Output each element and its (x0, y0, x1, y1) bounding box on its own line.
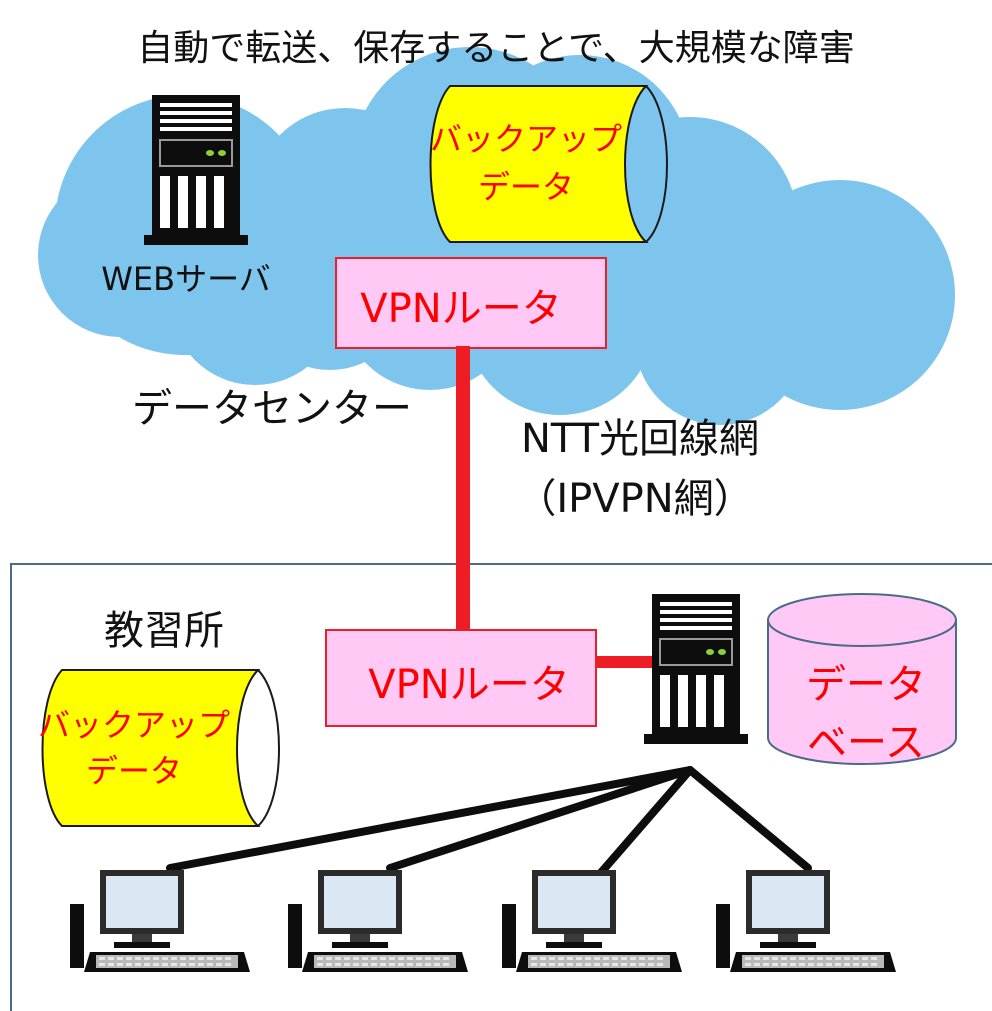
web-server-label: WEBサーバ (101, 260, 271, 298)
school-backup-tape-icon: バックアップ データ (38, 669, 280, 827)
database-server-icon (643, 593, 749, 745)
school-area (10, 563, 992, 1011)
school-label: 教習所 (104, 608, 224, 654)
backup-tape-icon: バックアップ データ (429, 85, 668, 243)
page-title: 自動で転送、保存することで、大規模な障害 (137, 28, 854, 69)
cloud-vpn-router-label: VPNルータ (360, 286, 561, 332)
school-backup-label-line1: バックアップ (38, 706, 230, 744)
backup-label-line1: バックアップ (430, 120, 622, 158)
data-center-label: データセンター (132, 386, 412, 432)
desktop-computer-icon (288, 870, 468, 972)
desktop-computer-icon (716, 870, 896, 972)
router-server-link (596, 656, 654, 668)
school-backup-label-line2: データ (86, 752, 182, 790)
database-label-line2: ベース (807, 720, 925, 766)
network-label-line1: NTT光回線網 (521, 416, 759, 462)
backup-label-line2: データ (478, 168, 574, 206)
school-vpn-router: VPNルータ (325, 629, 597, 727)
ntt-fiber-link (456, 346, 470, 632)
database-label-line1: データ (806, 662, 926, 708)
school-vpn-router-label: VPNルータ (368, 662, 569, 708)
desktop-computer-icon (70, 870, 250, 972)
desktop-computer-icon (502, 870, 682, 972)
network-label-line2: （IPVPN網） (516, 476, 753, 522)
database-cylinder-icon: データ ベース (767, 593, 957, 766)
web-server-icon (143, 94, 249, 246)
cloud-vpn-router: VPNルータ (335, 257, 607, 349)
lan-links (166, 766, 812, 880)
